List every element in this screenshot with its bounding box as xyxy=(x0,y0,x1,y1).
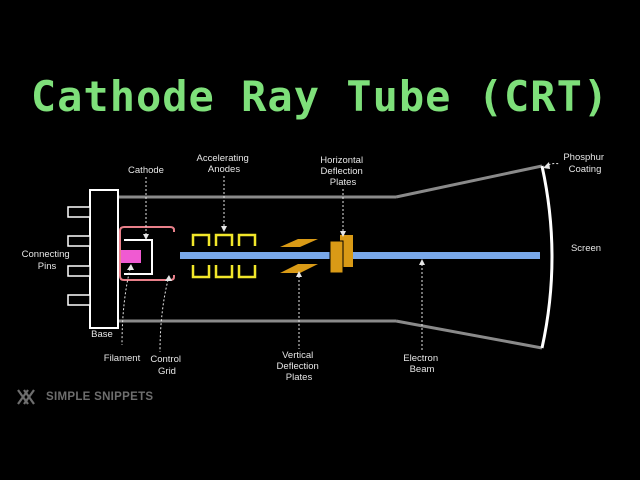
brand-name: SIMPLE SNIPPETS xyxy=(46,391,154,403)
vertical-deflection-plates xyxy=(280,239,318,273)
accelerating-anodes xyxy=(191,233,257,279)
anode-top xyxy=(214,233,234,246)
label-accelerating-anodes: Accelerating Anodes xyxy=(197,153,252,175)
pin xyxy=(67,294,91,306)
brand-logo-icon xyxy=(17,389,35,405)
brand-watermark: SIMPLE SNIPPETS xyxy=(16,388,153,406)
pin xyxy=(67,206,91,218)
connecting-pins xyxy=(67,206,91,306)
leader-arrowheads xyxy=(127,162,550,281)
label-cathode: Cathode xyxy=(128,165,164,176)
anode-bottom xyxy=(191,265,211,279)
anode-bottom xyxy=(237,265,257,279)
anode-top xyxy=(237,233,257,246)
label-phosphur-coating: Phosphur Coating xyxy=(563,152,606,175)
anode-top xyxy=(191,233,211,246)
vertical-plate-top xyxy=(280,239,318,247)
screen-phosphor-coating xyxy=(540,165,554,349)
label-vertical-deflection-plates: Vertical Deflection Plates xyxy=(277,350,322,383)
base xyxy=(89,189,119,329)
tube-outline xyxy=(118,164,543,350)
pin xyxy=(67,265,91,277)
label-base: Base xyxy=(91,329,113,340)
label-filament: Filament xyxy=(104,353,141,364)
horizontal-deflection-plates xyxy=(329,235,353,274)
label-screen: Screen xyxy=(571,243,601,254)
label-horizontal-deflection-plates: Horizontal Deflection Plates xyxy=(320,155,365,188)
vertical-plate-bottom xyxy=(280,264,318,273)
anode-bottom xyxy=(214,265,234,279)
page-title: Cathode Ray Tube (CRT) xyxy=(30,72,610,121)
component-labels: Cathode Accelerating Anodes Horizontal D… xyxy=(22,152,606,383)
electron-beam xyxy=(180,252,540,259)
filament xyxy=(121,250,141,263)
cathode xyxy=(124,239,153,275)
pin xyxy=(67,235,91,247)
horizontal-plate-front xyxy=(329,240,344,274)
label-electron-beam: Electron Beam xyxy=(403,353,441,375)
label-control-grid: Control Grid xyxy=(150,354,183,377)
label-connecting-pins: Connecting Pins xyxy=(22,249,73,272)
control-grid xyxy=(119,226,175,281)
